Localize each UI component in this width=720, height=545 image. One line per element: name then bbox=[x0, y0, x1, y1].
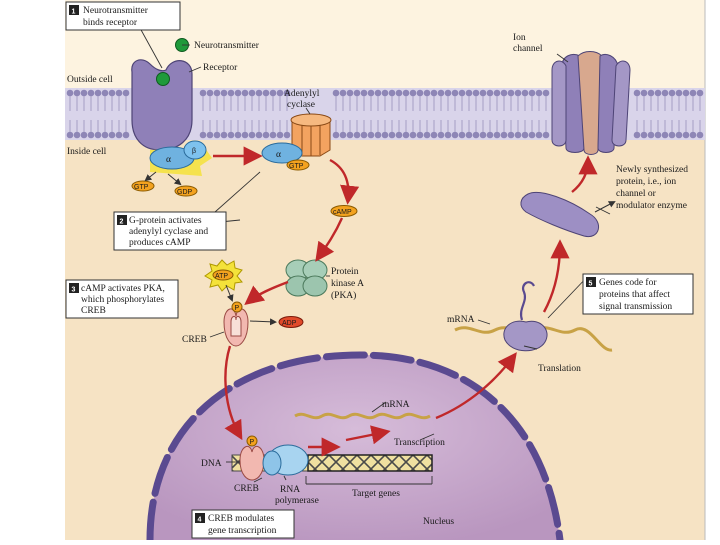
rna-polymerase-label-2: polymerase bbox=[275, 496, 319, 506]
new-protein bbox=[520, 191, 599, 238]
svg-text:cAMP activates PKA,: cAMP activates PKA, bbox=[81, 284, 165, 294]
translation-label: Translation bbox=[538, 364, 581, 374]
svg-text:β: β bbox=[192, 148, 196, 155]
svg-text:GDP: GDP bbox=[177, 189, 193, 196]
svg-text:4: 4 bbox=[198, 517, 202, 524]
pka-label-2: kinase A bbox=[331, 279, 364, 289]
mrna-label-cytoplasm: mRNA bbox=[447, 315, 475, 325]
transcription-label: Transcription bbox=[394, 438, 445, 448]
svg-text:cAMP: cAMP bbox=[333, 209, 352, 216]
new-protein-label-3: channel or bbox=[616, 189, 657, 199]
creb-nucleus-label: CREB bbox=[234, 484, 259, 494]
nucleus-label: Nucleus bbox=[423, 517, 454, 527]
svg-text:gene transcription: gene transcription bbox=[208, 526, 277, 536]
mrna-nucleus bbox=[294, 412, 431, 420]
svg-text:which phosphorylates: which phosphorylates bbox=[81, 295, 164, 305]
pka-label-3: (PKA) bbox=[331, 290, 356, 301]
new-protein-label: Newly synthesized bbox=[616, 165, 688, 175]
ribosome bbox=[503, 281, 548, 352]
inside-cell-label: Inside cell bbox=[67, 147, 107, 157]
outside-cell-label: Outside cell bbox=[67, 75, 113, 85]
svg-text:Genes code for: Genes code for bbox=[599, 277, 657, 288]
svg-text:CREB modulates: CREB modulates bbox=[208, 514, 275, 524]
mrna-label-nucleus: mRNA bbox=[382, 400, 410, 410]
rna-polymerase-label: RNA bbox=[280, 485, 300, 495]
creb-bound: P bbox=[239, 435, 265, 481]
new-protein-label-4: modulator enzyme bbox=[616, 201, 687, 211]
ion-channel-label: Ion bbox=[513, 33, 526, 43]
svg-text:Neurotransmitter: Neurotransmitter bbox=[83, 6, 149, 16]
receptor-label: Receptor bbox=[203, 63, 238, 73]
step-2-box: 2 G-protein activates adenylyl cyclase a… bbox=[113, 211, 227, 251]
adenylyl-cyclase-label: Adenylyl bbox=[284, 89, 320, 99]
creb-label: CREB bbox=[182, 335, 207, 345]
neurotransmitter-label: Neurotransmitter bbox=[194, 41, 260, 51]
ion-channel-label-2: channel bbox=[513, 44, 543, 54]
svg-text:2: 2 bbox=[120, 219, 124, 226]
svg-text:binds receptor: binds receptor bbox=[83, 18, 138, 28]
svg-text:α: α bbox=[276, 150, 281, 160]
adenylyl-cyclase-label-2: cyclase bbox=[287, 100, 315, 110]
svg-text:GTP: GTP bbox=[289, 163, 304, 170]
rna-polymerase bbox=[262, 444, 309, 476]
svg-text:1: 1 bbox=[72, 9, 76, 16]
g-alpha-active: α GTP bbox=[261, 142, 310, 171]
svg-text:ADP: ADP bbox=[282, 320, 297, 327]
camp-pill: cAMP bbox=[330, 205, 358, 217]
step-4-box: 4 CREB modulates gene transcription bbox=[191, 509, 295, 539]
new-protein-label-2: protein, i.e., ion bbox=[616, 177, 676, 187]
svg-text:P: P bbox=[235, 305, 240, 312]
dna-label: DNA bbox=[201, 459, 222, 469]
svg-text:CREB: CREB bbox=[81, 306, 106, 316]
svg-text:P: P bbox=[250, 439, 255, 446]
nucleus bbox=[146, 351, 564, 544]
step-1-box: 1 Neurotransmitter binds receptor bbox=[65, 1, 181, 31]
protein-kinase-a bbox=[285, 259, 328, 297]
ion-channel bbox=[551, 51, 631, 155]
svg-text:proteins that affect: proteins that affect bbox=[599, 289, 670, 300]
svg-text:ATP: ATP bbox=[215, 273, 228, 280]
atp-burst: ATP bbox=[204, 259, 243, 292]
adp-pill: ADP bbox=[278, 316, 304, 328]
svg-text:3: 3 bbox=[72, 287, 76, 294]
target-genes-label: Target genes bbox=[352, 489, 400, 499]
pathway-arrows bbox=[213, 146, 598, 457]
pka-label: Protein bbox=[331, 267, 359, 277]
svg-text:produces cAMP: produces cAMP bbox=[129, 238, 190, 248]
svg-text:5: 5 bbox=[589, 281, 593, 288]
gtp-pill: GTP bbox=[131, 180, 155, 192]
gdp-pill: GDP bbox=[174, 185, 198, 197]
step-3-box: 3 cAMP activates PKA, which phosphorylat… bbox=[65, 279, 179, 319]
svg-text:G-protein activates: G-protein activates bbox=[129, 216, 202, 226]
step-5-box: 5 Genes code for proteins that affect si… bbox=[582, 273, 694, 315]
g-protein: α β bbox=[149, 140, 212, 176]
svg-text:α: α bbox=[166, 155, 171, 165]
target-genes-region bbox=[307, 454, 433, 472]
bound-neurotransmitter bbox=[156, 72, 170, 86]
adenylyl-cyclase bbox=[290, 113, 332, 157]
svg-text:adenylyl cyclase and: adenylyl cyclase and bbox=[129, 227, 208, 237]
svg-text:signal transmission: signal transmission bbox=[599, 302, 672, 312]
svg-text:GTP: GTP bbox=[134, 184, 149, 191]
receptor bbox=[131, 59, 193, 151]
creb-phosphorylated: P bbox=[223, 301, 249, 347]
